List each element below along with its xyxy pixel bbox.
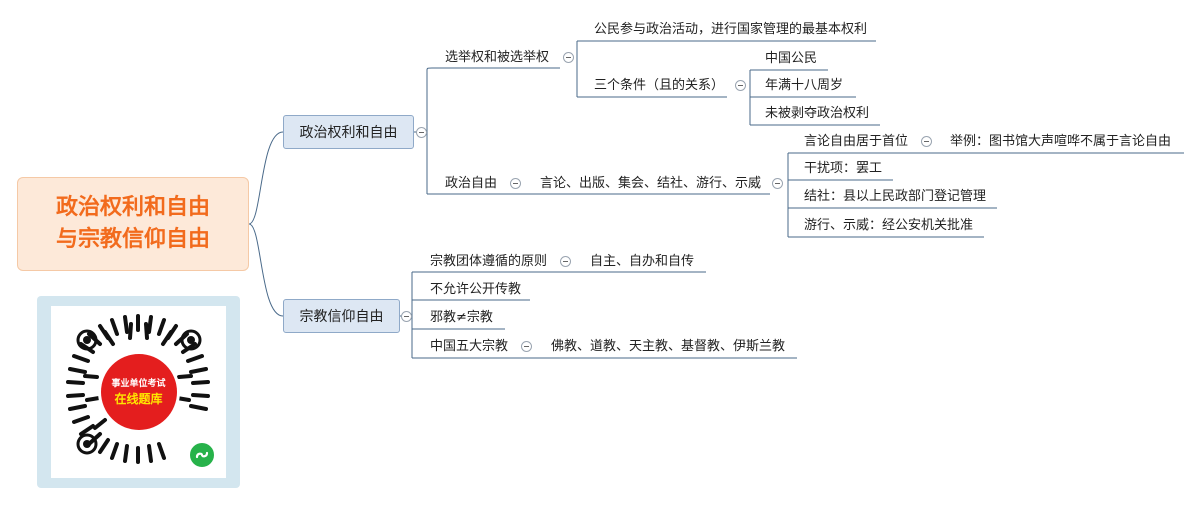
topic-no-public-preaching[interactable]: 不允许公开传教 (430, 282, 522, 297)
topic-five-religions[interactable]: 中国五大宗教 (430, 339, 509, 354)
topic-speech-example[interactable]: 举例：图书馆大声喧哗不属于言论自由 (950, 134, 1172, 149)
topic-condition-age[interactable]: 年满十八周岁 (765, 78, 844, 93)
collapse-icon[interactable] (401, 311, 412, 322)
topic-religious-freedom[interactable]: 宗教信仰自由 (283, 299, 400, 333)
topic-condition-rights[interactable]: 未被剥夺政治权利 (765, 106, 870, 121)
mini-program-icon (188, 441, 216, 469)
qr-pattern-icon (66, 314, 210, 464)
topic-principle-value[interactable]: 自主、自办和自传 (590, 254, 695, 269)
collapse-icon[interactable] (521, 341, 532, 352)
topic-freedom-scope[interactable]: 言论、出版、集会、结社、游行、示威 (540, 176, 762, 191)
qr-center-badge: 事业单位考试 在线题库 (100, 354, 177, 430)
collapse-icon[interactable] (416, 127, 427, 138)
topic-interference-strike[interactable]: 干扰项：罢工 (804, 161, 883, 176)
topic-march[interactable]: 游行、示威：经公安机关批准 (804, 218, 974, 233)
topic-political-freedom[interactable]: 政治自由 (445, 176, 498, 191)
topic-election-definition[interactable]: 公民参与政治活动，进行国家管理的最基本权利 (594, 22, 868, 37)
qr-badge-line-1: 事业单位考试 (111, 378, 166, 389)
topic-cult-not-religion[interactable]: 邪教≠宗教 (430, 310, 493, 325)
root-topic[interactable]: 政治权利和自由 与宗教信仰自由 (17, 177, 249, 271)
topic-association[interactable]: 结社：县以上民政部门登记管理 (804, 189, 987, 204)
collapse-icon[interactable] (563, 52, 574, 63)
topic-election-rights[interactable]: 选举权和被选举权 (445, 50, 550, 65)
root-line-1: 政治权利和自由 (55, 195, 210, 220)
collapse-icon[interactable] (510, 178, 521, 189)
qr-badge-line-2: 在线题库 (114, 391, 163, 406)
collapse-icon[interactable] (560, 256, 571, 267)
collapse-icon[interactable] (921, 136, 932, 147)
qr-code[interactable]: 事业单位考试 在线题库 (51, 306, 226, 478)
topic-religion-principle[interactable]: 宗教团体遵循的原则 (430, 254, 548, 269)
root-line-2: 与宗教信仰自由 (55, 227, 210, 252)
topic-speech-first[interactable]: 言论自由居于首位 (804, 134, 909, 149)
topic-five-religions-list[interactable]: 佛教、道教、天主教、基督教、伊斯兰教 (551, 339, 786, 354)
collapse-icon[interactable] (735, 80, 746, 91)
topic-condition-citizen[interactable]: 中国公民 (765, 51, 818, 66)
qr-code-panel: 事业单位考试 在线题库 (37, 296, 240, 488)
topic-political-rights[interactable]: 政治权利和自由 (283, 115, 414, 149)
topic-three-conditions[interactable]: 三个条件（且的关系） (594, 78, 725, 93)
collapse-icon[interactable] (772, 178, 783, 189)
